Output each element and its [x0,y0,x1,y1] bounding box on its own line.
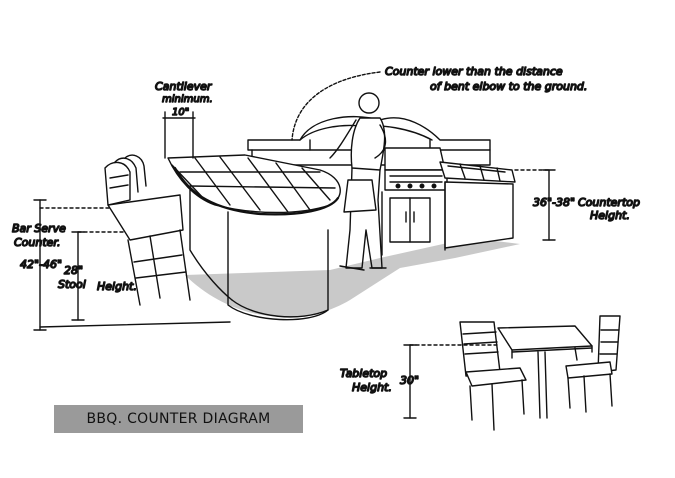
diagram-title: BBQ. COUNTER DIAGRAM [86,411,271,427]
tabletop-label: Tabletop [340,367,387,380]
elbow-arc [291,71,381,141]
stool-label: Stool [58,278,86,291]
bar-height-dimension [33,199,231,331]
tabletop-height-label: Height. [352,381,392,394]
title-band: BBQ. COUNTER DIAGRAM [54,405,303,433]
stool-height-dimension [71,231,126,321]
bar-stools [104,154,191,306]
countertop-dimension [514,169,556,241]
stool-height-label: Height. [97,280,137,293]
stool-value: 28" [64,264,83,277]
cook-figure [329,92,387,271]
tabletop-dimension [403,344,501,419]
cantilever-dimension [162,111,196,159]
countertop-label: Countertop [578,196,640,209]
counter-note-line-2: of bent elbow to the ground. [430,80,587,93]
tabletop-value: 30" [400,374,419,387]
dining-set [459,315,621,431]
bar-serve-counter-label: Counter. [14,236,60,249]
cantilever-value: 10" [172,107,189,118]
bar-serve-value: 42"-46" [20,258,62,271]
countertop-value: 36"-38" [533,196,575,209]
cantilever-label: Cantilever [155,80,213,93]
countertop-height-label: Height. [590,209,630,222]
ground-shadow [185,238,520,318]
counter-note-line-1: Counter lower than the distance [385,65,563,78]
bar-counter [167,154,341,321]
bar-serve-label: Bar Serve [12,222,66,235]
cantilever-minimum-label: minimum. [162,94,213,105]
